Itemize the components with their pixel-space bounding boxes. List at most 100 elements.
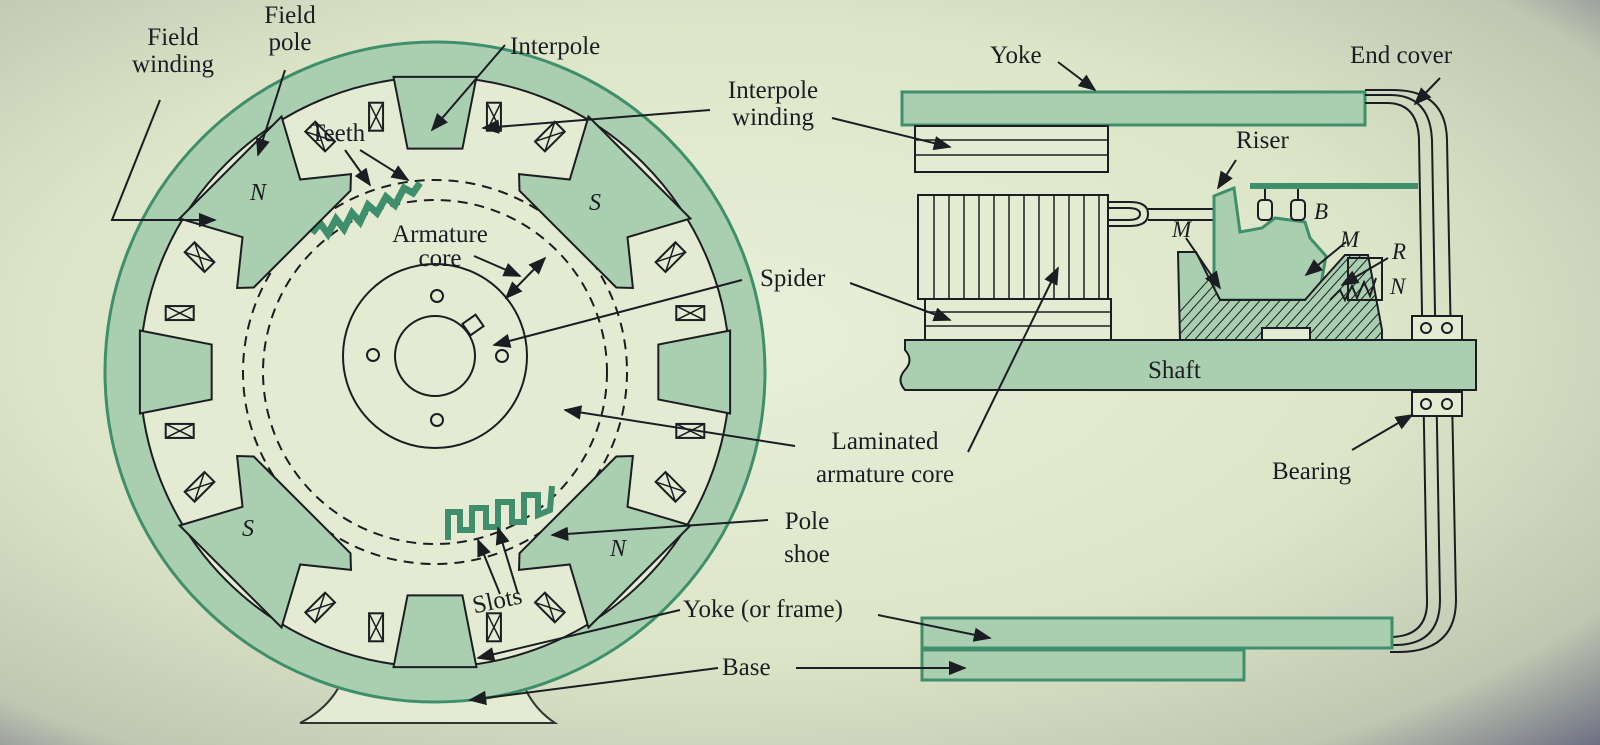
leader-field-winding xyxy=(110,99,217,228)
leader-spider xyxy=(492,279,743,348)
leader-interpole-winding xyxy=(481,109,711,134)
spider-hole xyxy=(430,289,444,303)
leader-laminated xyxy=(563,405,796,447)
label-end-cover: End cover xyxy=(1350,42,1453,69)
hatch-line xyxy=(1339,252,1382,340)
label-yoke-or-frame: Yoke (or frame) xyxy=(683,596,843,623)
spider-hole xyxy=(366,348,380,362)
coil-icon xyxy=(303,591,337,624)
interpole xyxy=(138,329,213,415)
leader-slots-a xyxy=(477,538,501,595)
label-shaft: Shaft xyxy=(1148,357,1201,384)
brush-holder xyxy=(1290,199,1306,221)
interpole xyxy=(392,75,478,150)
leader-field-pole xyxy=(256,69,286,157)
coil-icon xyxy=(164,305,195,322)
label-base: Base xyxy=(722,654,771,681)
label-pole-shoe: Pole shoe xyxy=(784,508,830,568)
leader-m-right xyxy=(1304,241,1347,277)
laminated-core-block xyxy=(917,194,1109,300)
label-field-pole: Field pole xyxy=(264,2,316,56)
winding-end xyxy=(1108,201,1150,227)
shaft-bore xyxy=(394,315,476,397)
pole-coils xyxy=(164,101,706,643)
coil-icon xyxy=(654,240,687,274)
label-interpole-winding: Interpole winding xyxy=(727,77,819,131)
coil-icon xyxy=(164,422,195,439)
leader-end-cover xyxy=(1413,77,1441,106)
label-armature-core: Armature core xyxy=(392,221,488,272)
pole-letter-s-bottom-left: S xyxy=(242,516,254,542)
leader-laminated-r xyxy=(967,266,1059,453)
interpole xyxy=(657,329,732,415)
leader-spider-r xyxy=(849,282,952,322)
leader-riser xyxy=(1217,159,1237,190)
hatch-line xyxy=(1349,252,1382,340)
spider-block xyxy=(924,298,1112,342)
armature-inner-circle xyxy=(262,199,608,545)
label-yoke: Yoke xyxy=(990,42,1042,69)
coil-icon xyxy=(183,240,216,274)
coil-icon xyxy=(675,305,706,322)
interpole-block xyxy=(914,125,1109,173)
armature-teeth-bottom xyxy=(445,485,555,540)
hub-key xyxy=(1261,327,1311,341)
label-n-right: N xyxy=(1390,274,1406,299)
main-pole xyxy=(177,454,353,630)
hatch-line xyxy=(1319,252,1382,340)
spider-circle xyxy=(342,263,528,449)
bearing-ball xyxy=(1420,322,1432,334)
pole-letter-s-top-right: S xyxy=(589,190,601,216)
label-interpole: Interpole xyxy=(510,33,601,60)
field-poles xyxy=(138,75,732,669)
label-bearing: Bearing xyxy=(1272,458,1352,485)
coil-icon xyxy=(654,470,687,504)
end-cover xyxy=(1365,94,1442,646)
leader-armature-core-span xyxy=(504,256,547,300)
leader-r xyxy=(1340,257,1389,286)
coil-icon xyxy=(485,612,502,643)
bearing-ball xyxy=(1441,398,1453,410)
longitudinal-section xyxy=(899,89,1477,682)
label-teeth: Teeth xyxy=(310,120,366,147)
brush-holder xyxy=(1257,199,1273,221)
pole-letter-n-bottom-right: N xyxy=(610,536,627,562)
spider-hole xyxy=(495,349,509,363)
label-laminated-armature-core: Laminated armature core xyxy=(815,428,955,488)
keyway xyxy=(461,313,485,337)
label-spider: Spider xyxy=(760,265,826,292)
leader-slots-b xyxy=(495,526,519,595)
leader-lines xyxy=(110,44,1441,706)
interpole xyxy=(392,594,478,669)
leader-yoke xyxy=(1057,61,1097,92)
bearing-block-bottom xyxy=(1411,391,1463,417)
label-m-right: M xyxy=(1340,227,1360,252)
leader-bearing xyxy=(1351,414,1414,451)
hatch-line xyxy=(1359,252,1382,340)
armature-outer-circle xyxy=(242,179,628,565)
coil-icon xyxy=(368,612,385,643)
hatch-line xyxy=(1329,252,1382,340)
leader-interpole-winding-r xyxy=(831,117,952,151)
leader-yoke-frame xyxy=(476,609,681,662)
leader-yoke-frame-r xyxy=(877,614,992,642)
coil-icon xyxy=(303,120,337,153)
main-pole xyxy=(517,454,693,630)
label-r: R xyxy=(1392,239,1407,264)
leader-interpole xyxy=(430,44,506,132)
label-b: B xyxy=(1314,199,1329,224)
leader-teeth-a xyxy=(344,149,372,187)
leader-base xyxy=(468,667,719,706)
leader-pole-shoe xyxy=(550,519,769,542)
spring xyxy=(1329,277,1377,303)
top-yoke xyxy=(900,90,1367,127)
bearing-ball xyxy=(1441,322,1453,334)
main-pole xyxy=(517,114,693,290)
label-m-left: M xyxy=(1172,217,1192,242)
leader-teeth-b xyxy=(359,149,410,181)
coil-icon xyxy=(533,591,567,624)
label-riser: Riser xyxy=(1236,127,1289,154)
winding-end-inner xyxy=(1108,207,1142,221)
